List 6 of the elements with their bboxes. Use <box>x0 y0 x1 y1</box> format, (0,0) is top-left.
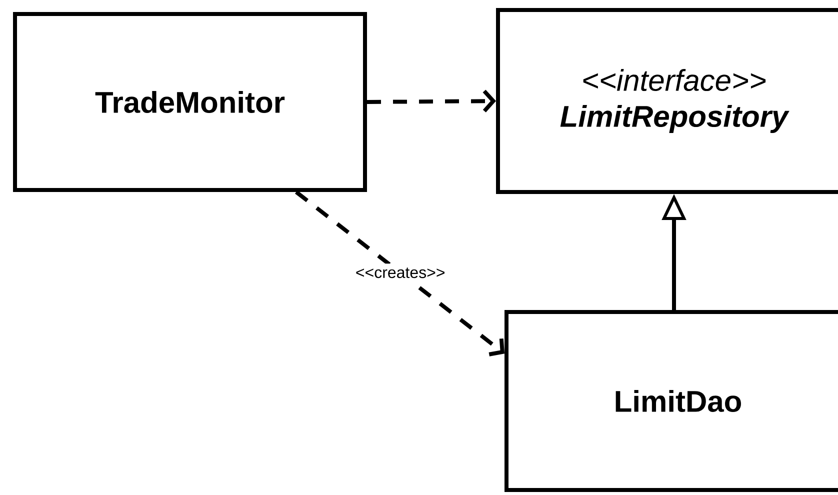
class-box: LimitDao <box>504 310 838 492</box>
edge-label: <<creates>> <box>351 264 450 282</box>
class-box: <<interface>> LimitRepository <box>496 8 838 194</box>
dependency-arrow <box>294 190 504 356</box>
dependency-arrow <box>366 90 496 112</box>
class-box: TradeMonitor <box>13 12 367 192</box>
